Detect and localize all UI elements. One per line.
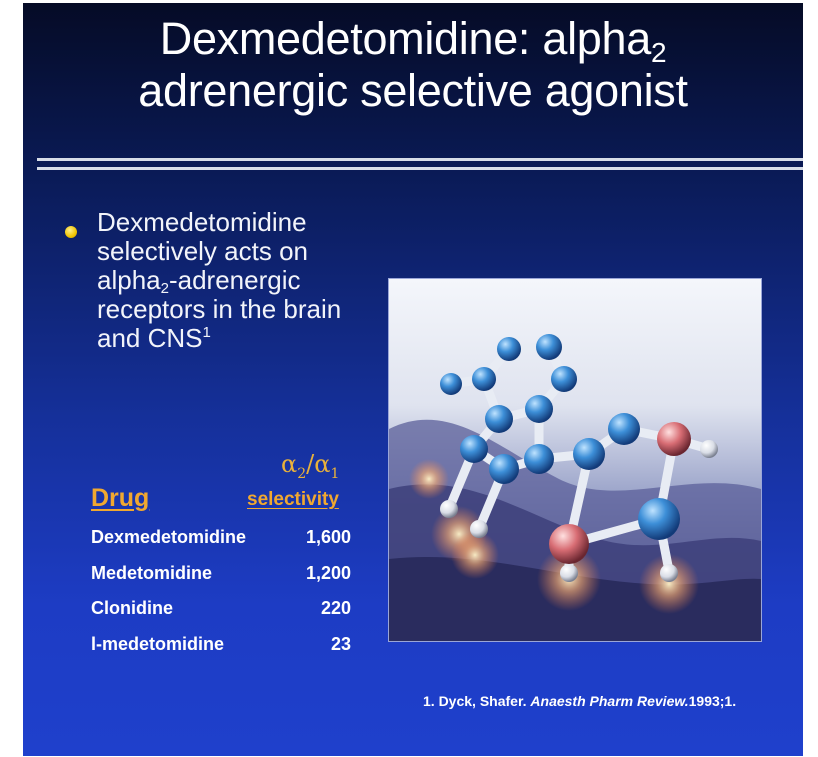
reference-citation: 1. Dyck, Shafer. Anaesth Pharm Review.19… (423, 693, 736, 709)
title-line-1: Dexmedetomidine: alpha2 (23, 13, 803, 68)
table-row: l-medetomidine 23 (91, 634, 351, 660)
bullet-line-1: Dexmedetomidine (97, 207, 307, 237)
bullet-line-3: alpha2-adrenergic (97, 265, 417, 297)
molecule-model-icon (388, 278, 762, 642)
bullet-line-2: selectively acts on (97, 236, 308, 266)
ratio-slash: / (306, 450, 315, 478)
title-subscript: 2 (650, 37, 667, 68)
molecule-illustration (389, 279, 761, 641)
reference-year: 1993;1. (688, 693, 737, 709)
bullet-dot-icon (65, 226, 77, 238)
bullet-line-3-start: alpha (97, 265, 161, 295)
alpha-2-subscript: 2 (297, 466, 307, 482)
bullet-line-4: receptors in the brain (97, 294, 342, 324)
slide-title: Dexmedetomidine: alpha2 adrenergic selec… (23, 13, 803, 117)
alpha-ratio-label: α2/α1 (281, 450, 339, 481)
title-divider-top (37, 158, 803, 161)
bullet-line-3-end: -adrenergic (168, 265, 301, 295)
selectivity-value: 220 (320, 598, 351, 618)
selectivity-value: 1,600 (305, 527, 351, 547)
alpha-2-symbol: α (281, 450, 298, 478)
drug-name: Dexmedetomidine (91, 527, 247, 547)
table-row: Clonidine 220 (91, 598, 351, 624)
bullet-footnote-mark: 1 (202, 324, 211, 341)
bullet-line-5-text: and CNS (97, 323, 203, 353)
slide: Dexmedetomidine: alpha2 adrenergic selec… (23, 3, 803, 756)
drug-name: l-medetomidine (91, 634, 225, 654)
alpha-1-symbol: α (314, 450, 331, 478)
bullet-subscript: 2 (160, 280, 169, 297)
title-line-1-text: Dexmedetomidine: alpha (159, 13, 652, 64)
table-row: Medetomidine 1,200 (91, 563, 351, 589)
title-divider-bottom (37, 167, 803, 170)
title-line-2: adrenergic selective agonist (138, 65, 688, 116)
alpha-1-subscript: 1 (330, 466, 340, 482)
table-row: Dexmedetomidine 1,600 (91, 527, 351, 553)
bullet-line-5: and CNS1 (97, 324, 417, 353)
drug-name: Clonidine (91, 598, 173, 618)
drug-name: Medetomidine (91, 563, 213, 583)
table-header-drug: Drug (91, 484, 150, 512)
reference-journal: Anaesth Pharm Review. (530, 693, 689, 709)
selectivity-value: 23 (330, 634, 351, 654)
bullet-text: Dexmedetomidine selectively acts on alph… (97, 208, 417, 353)
table-header-selectivity: selectivity (247, 489, 339, 510)
selectivity-value: 1,200 (305, 563, 351, 583)
reference-authors: 1. Dyck, Shafer. (423, 693, 531, 709)
